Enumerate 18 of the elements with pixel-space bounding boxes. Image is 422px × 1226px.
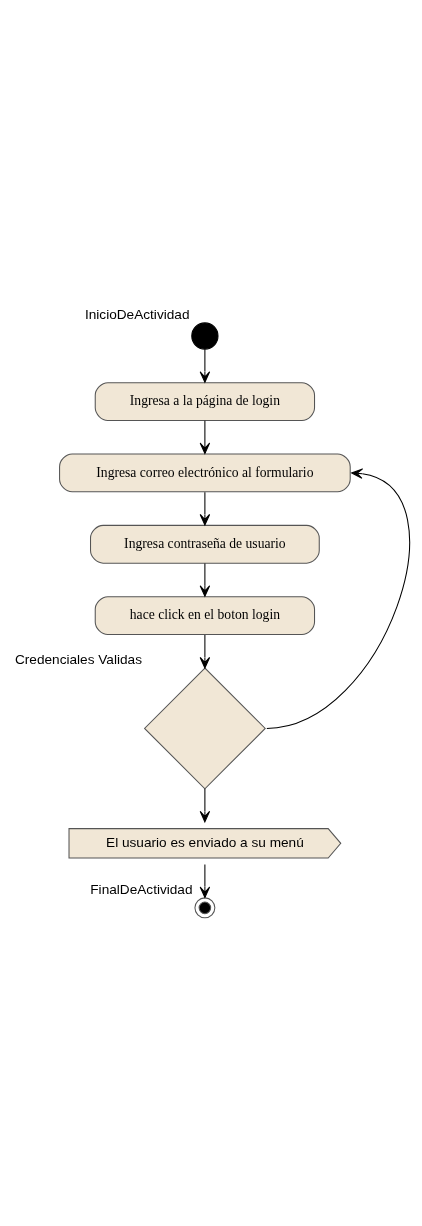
node-box: hace click en el boton login xyxy=(94,596,316,636)
arrow xyxy=(199,563,211,597)
node-circle xyxy=(194,897,216,919)
arrow xyxy=(199,420,211,455)
node-diamond xyxy=(143,667,266,790)
arrow xyxy=(199,491,211,526)
arrow xyxy=(266,468,410,729)
node-box: Ingresa correo electrónico al formulario xyxy=(59,453,351,493)
node-box: Ingresa contraseña de usuario xyxy=(90,524,320,564)
arrow xyxy=(199,788,211,823)
node-label: FinalDeActividad xyxy=(90,882,193,898)
arrow xyxy=(199,634,211,669)
arrow xyxy=(199,348,211,383)
node-label: Credenciales Validas xyxy=(14,652,142,668)
node-label: InicioDeActividad xyxy=(84,307,190,323)
arrow xyxy=(199,863,211,899)
node-box: Ingresa a la página de login xyxy=(94,382,316,421)
node-circle xyxy=(191,322,219,350)
